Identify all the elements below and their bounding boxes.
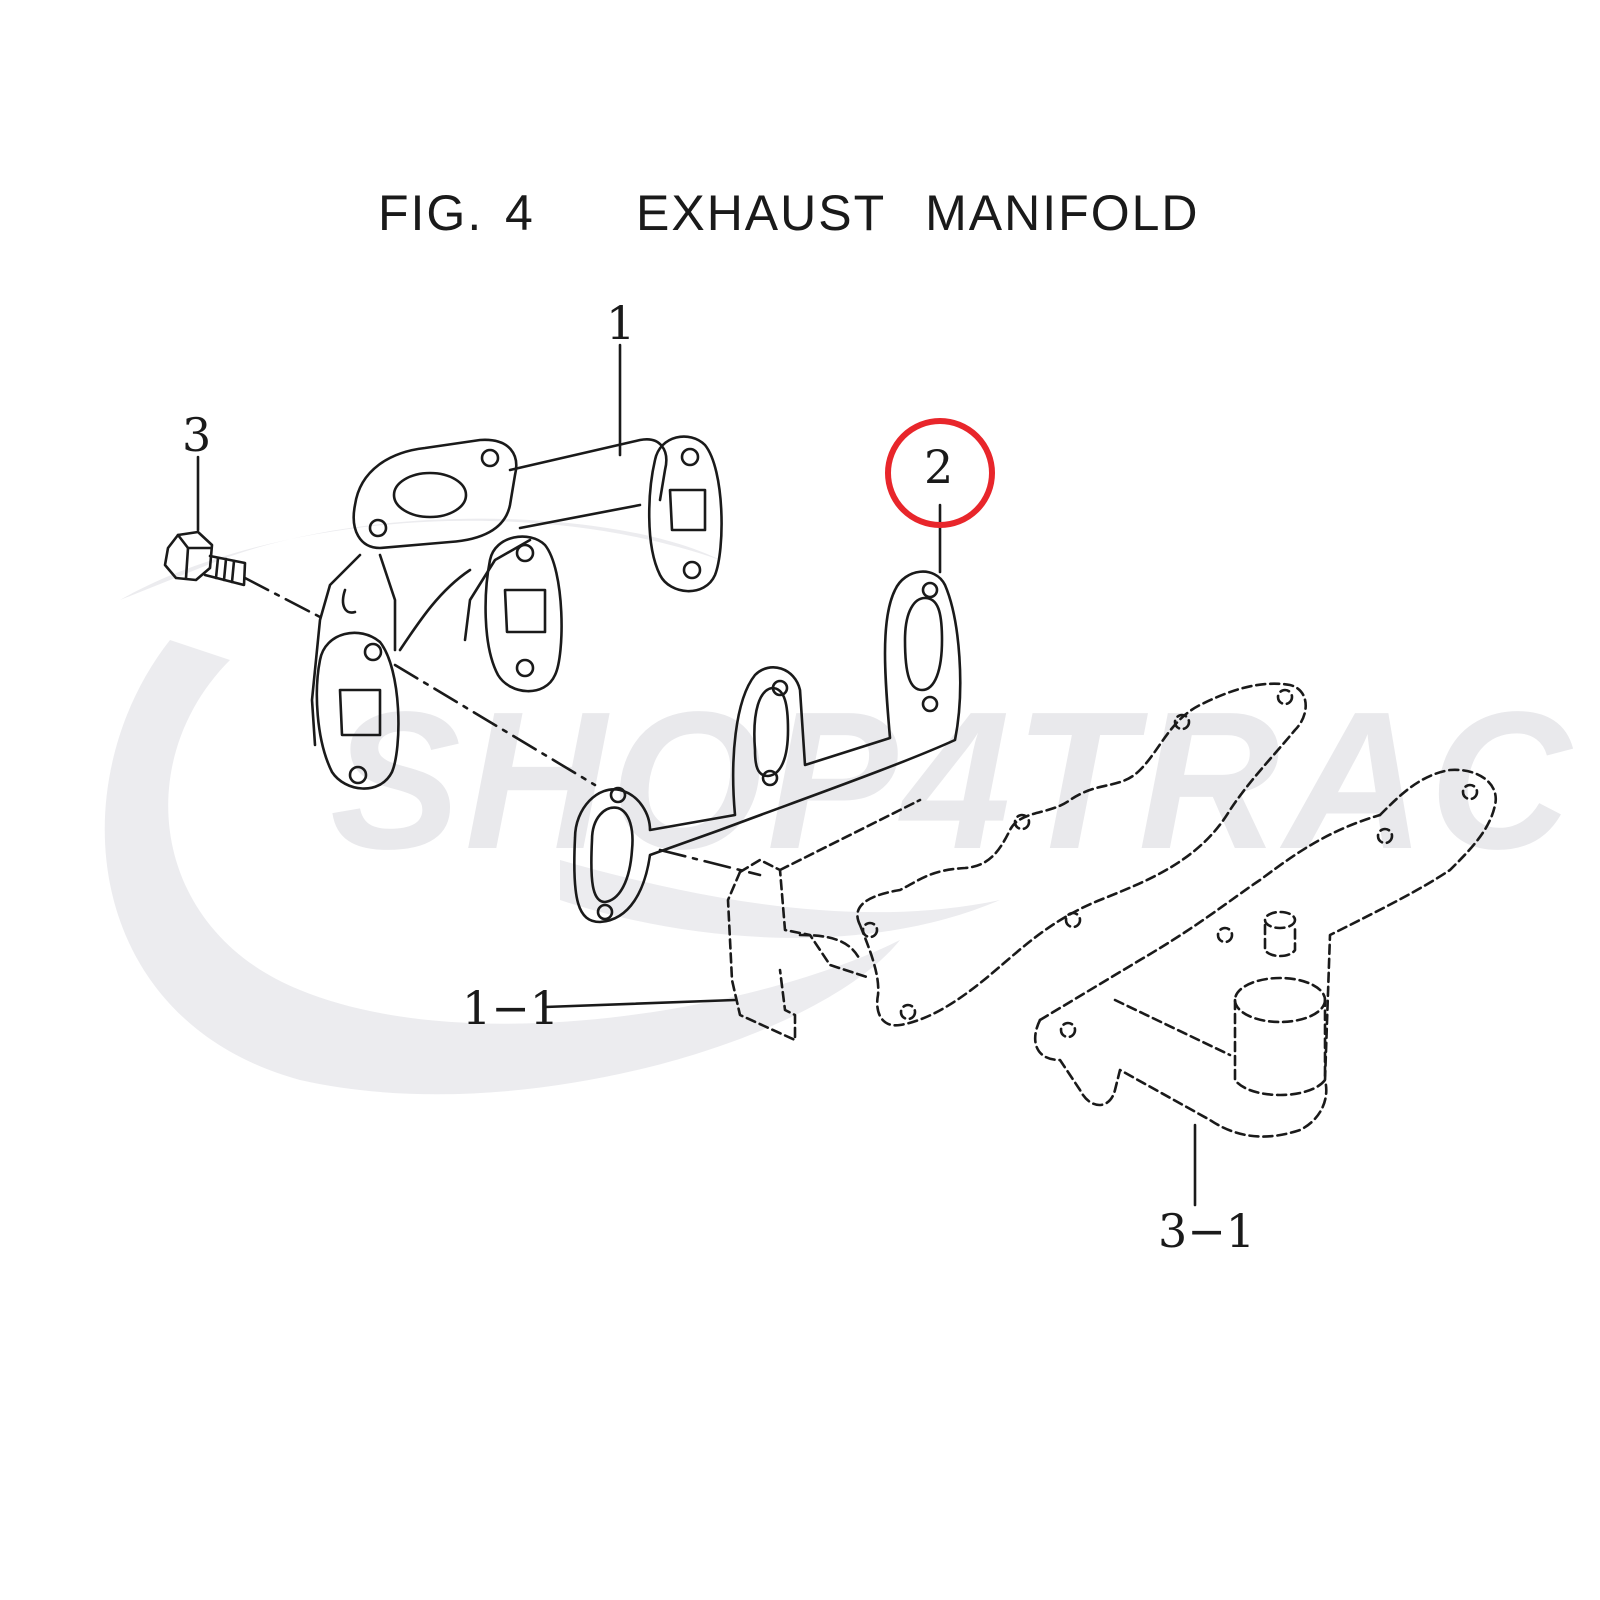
bolt-part (163, 530, 322, 619)
bracket-part (726, 798, 922, 1042)
callout-3: 3 (182, 408, 212, 462)
figure-number: 4 (505, 185, 535, 241)
callout-1-1: 1−1 (462, 981, 560, 1035)
leader-lines (196, 343, 1197, 1207)
callout-1: 1 (606, 296, 636, 350)
figure-name: EXHAUST MANIFOLD (636, 185, 1200, 241)
figure-label: FIG. (378, 185, 484, 241)
exhaust-manifold-part (310, 435, 723, 790)
highlight-circle (885, 418, 995, 528)
callout-2: 2 (924, 440, 954, 494)
callout-3-1: 3−1 (1158, 1204, 1256, 1258)
gasket-dashed-part (856, 682, 1307, 1027)
intake-manifold-part (1033, 768, 1498, 1138)
watermark-text: SHOP4TRAC (330, 671, 1575, 890)
manifold-gasket-part (393, 570, 962, 924)
